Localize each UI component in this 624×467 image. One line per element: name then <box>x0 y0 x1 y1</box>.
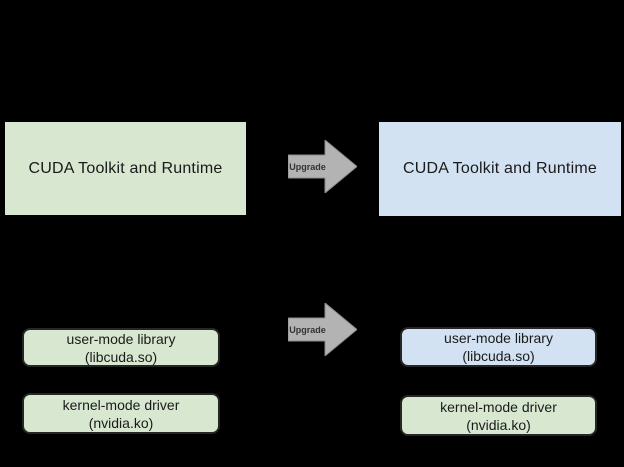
right-kernel-mode-driver-line2: (nvidia.ko) <box>466 416 531 433</box>
upgrade-arrow-label: Upgrade <box>289 161 326 172</box>
left-kernel-mode-driver-line2: (nvidia.ko) <box>88 414 154 431</box>
right-cuda-toolkit-box: CUDA Toolkit and Runtime <box>378 121 622 217</box>
right-user-mode-library-line1: user-mode library <box>444 330 553 346</box>
left-kernel-mode-driver-line1: kernel-mode driver <box>62 396 180 413</box>
right-kernel-mode-driver-line1: kernel-mode driver <box>440 398 557 415</box>
upgrade-arrow-shape <box>288 140 357 193</box>
left-cuda-toolkit-box: CUDA Toolkit and Runtime <box>4 121 247 216</box>
right-user-mode-library-box: user-mode library (libcuda.so) <box>400 327 597 367</box>
upgrade-arrow-label: Upgrade <box>289 324 326 335</box>
right-kernel-mode-driver-box: kernel-mode driver (nvidia.ko) <box>400 395 597 436</box>
right-user-mode-library-line2: (libcuda.so) <box>462 348 535 364</box>
upgrade-arrow-icon <box>288 140 357 193</box>
left-user-mode-library-box: user-mode library (libcuda.so) <box>22 328 220 367</box>
left-cuda-toolkit-label: CUDA Toolkit and Runtime <box>28 159 223 177</box>
upgrade-arrow-icon <box>288 303 357 356</box>
left-user-mode-library-line2: (libcuda.so) <box>84 348 158 365</box>
upgrade-arrow-shape <box>288 303 357 356</box>
left-user-mode-library-line1: user-mode library <box>66 330 176 347</box>
left-kernel-mode-driver-box: kernel-mode driver (nvidia.ko) <box>22 393 220 434</box>
right-cuda-toolkit-label: CUDA Toolkit and Runtime <box>403 160 597 177</box>
